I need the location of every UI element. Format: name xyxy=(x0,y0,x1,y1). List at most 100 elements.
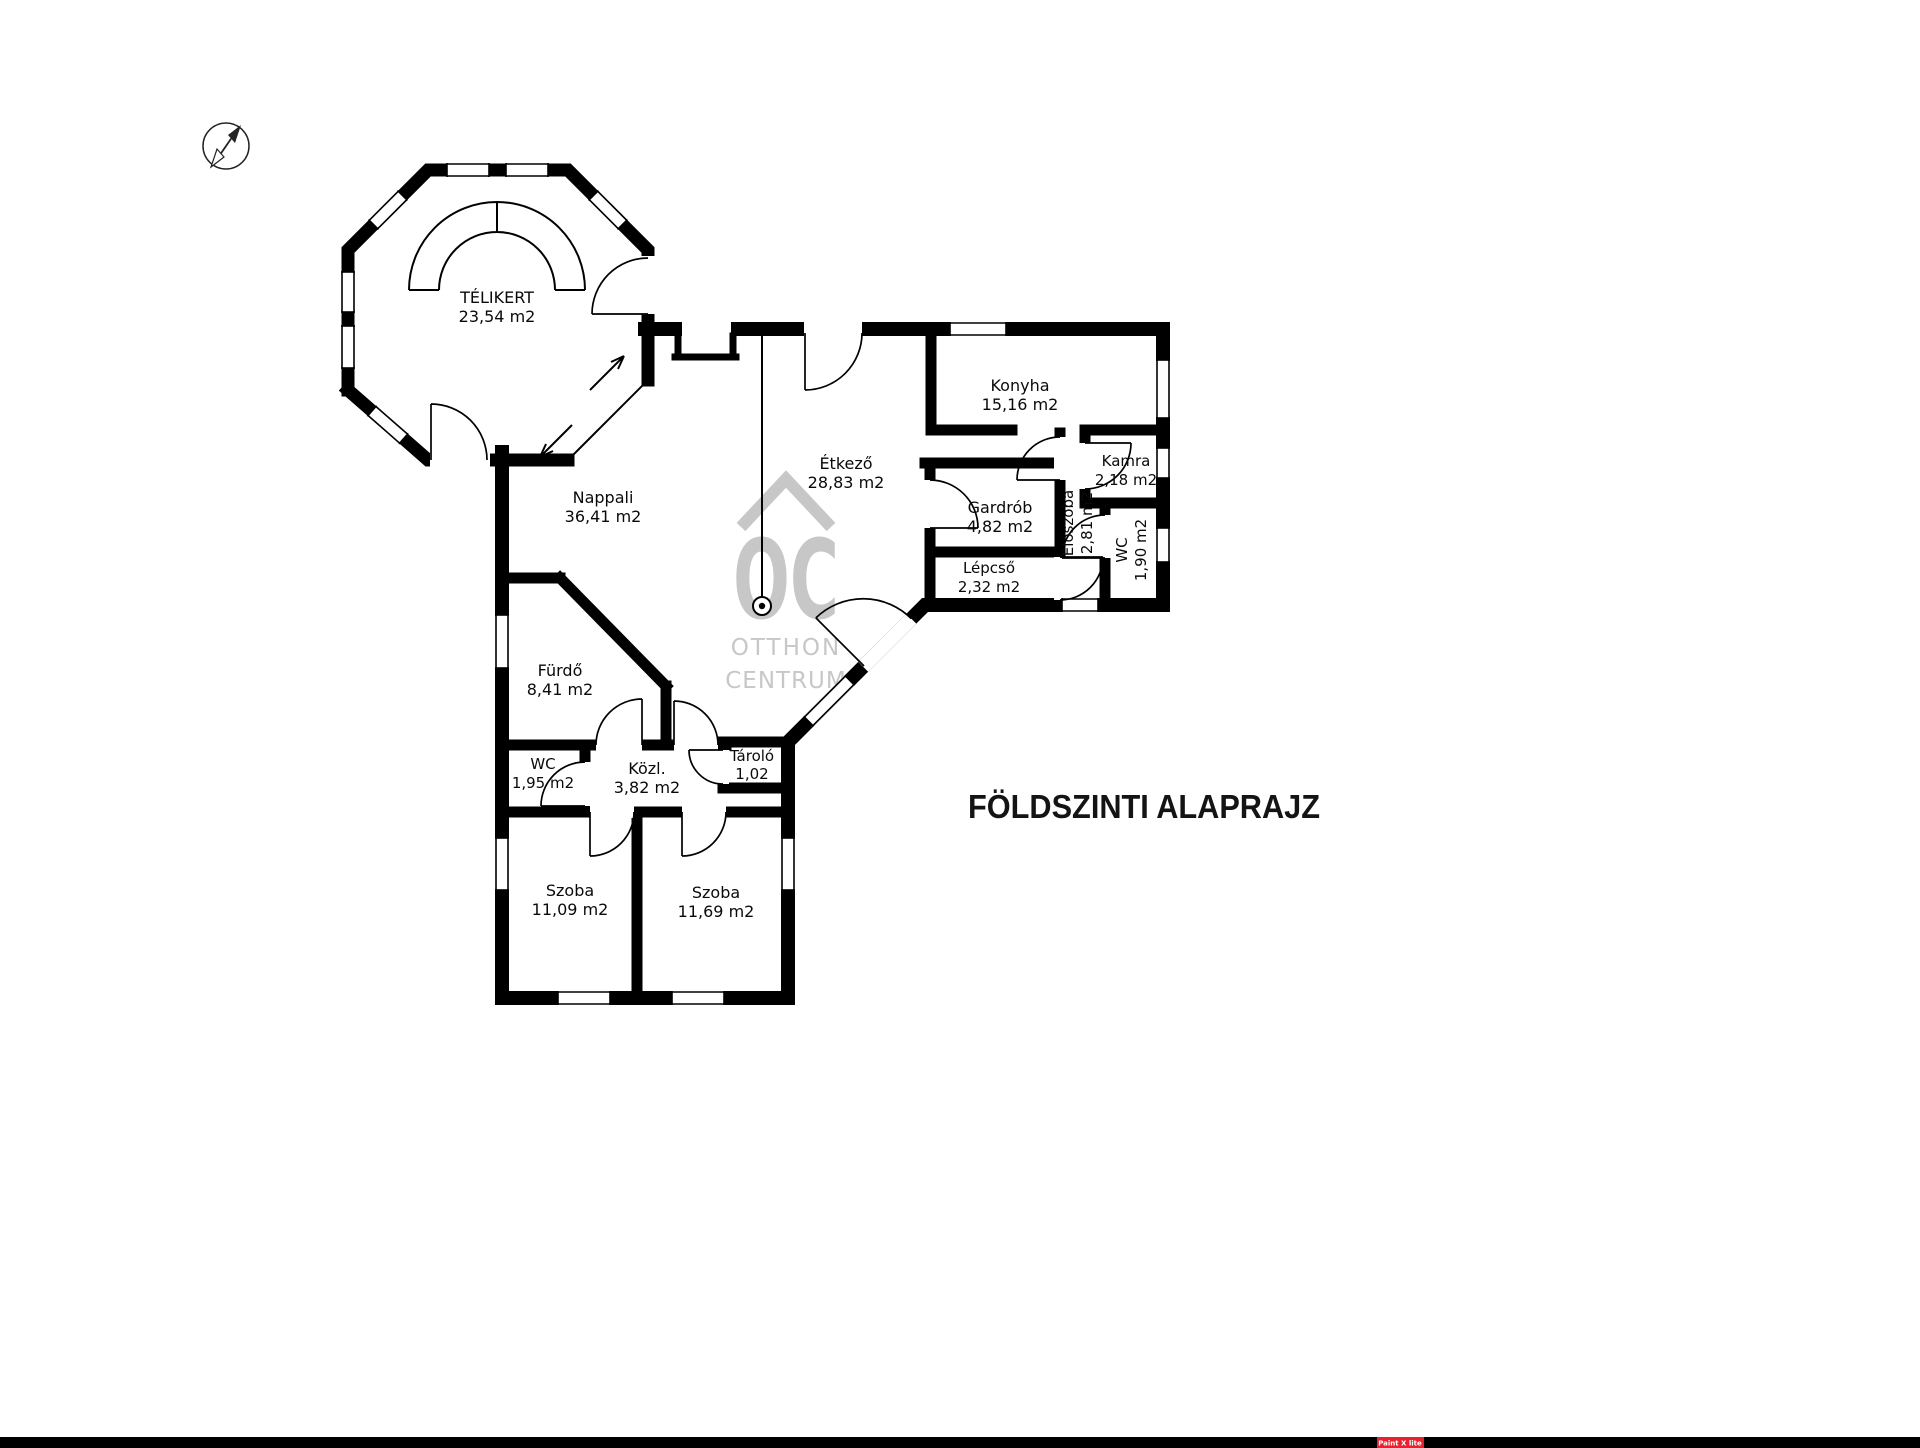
room-area: 1,90 m2 xyxy=(1132,519,1150,581)
door-gap xyxy=(682,806,726,818)
window xyxy=(505,163,549,177)
compass-needle-tail xyxy=(209,147,225,169)
watermark-line1: OTTHON xyxy=(731,635,841,661)
door-arc xyxy=(589,811,635,857)
room-name: Nappali xyxy=(573,488,634,507)
window xyxy=(557,991,611,1005)
room-area: 8,41 m2 xyxy=(527,680,593,699)
door-arc xyxy=(1059,556,1104,601)
chimney-niche xyxy=(671,322,740,361)
room-label-szoba2: Szoba 11,69 m2 xyxy=(678,883,755,921)
room-name: Lépcső xyxy=(963,559,1015,577)
door-gap xyxy=(579,762,591,806)
door-gap xyxy=(924,480,936,528)
door-arc xyxy=(673,700,719,746)
construction-lines xyxy=(408,201,772,616)
room-area: 4,82 m2 xyxy=(967,517,1033,536)
room-label-wc-lower: WC 1,95 m2 xyxy=(512,755,574,792)
room-area: 2,32 m2 xyxy=(958,578,1020,596)
room-label-kamra: Kamra 2,18 m2 xyxy=(1095,452,1157,489)
door-arc xyxy=(681,811,727,857)
watermark-line2: CENTRUM xyxy=(725,668,847,694)
room-label-etkezo: Étkező 28,83 m2 xyxy=(808,454,885,492)
room-name: Előszoba xyxy=(1059,490,1077,556)
windows xyxy=(341,163,1170,1005)
room-area: 11,69 m2 xyxy=(678,902,755,921)
door-gap xyxy=(590,806,634,818)
footer-bar: Paint X lite xyxy=(0,1437,1920,1448)
room-label-szoba1: Szoba 11,09 m2 xyxy=(532,881,609,919)
window xyxy=(1156,359,1170,419)
window xyxy=(587,189,629,231)
room-area: 1,02 xyxy=(735,765,768,783)
niche-outline xyxy=(671,332,740,361)
room-name: WC xyxy=(1113,537,1131,562)
winter-garden-arch xyxy=(408,201,586,291)
room-name: Szoba xyxy=(546,881,594,900)
room-area: 3,82 m2 xyxy=(614,778,680,797)
door-openings xyxy=(430,256,1111,818)
room-name: Közl. xyxy=(628,759,665,778)
window xyxy=(446,163,490,177)
footer-black-bar xyxy=(0,1437,1920,1448)
window xyxy=(1156,527,1170,563)
door-arc xyxy=(1016,436,1061,481)
compass-needle-head xyxy=(228,125,241,143)
window xyxy=(341,271,355,313)
arrow-up-right-icon xyxy=(589,355,625,391)
page-title: FÖLDSZINTI ALAPRAJZ xyxy=(968,788,1320,825)
window xyxy=(495,837,509,891)
room-label-konyha: Konyha 15,16 m2 xyxy=(982,376,1059,414)
door-arc xyxy=(688,749,724,785)
room-label-eloszoba: Előszoba 2,81 m2 xyxy=(1059,490,1096,556)
room-labels: TÉLIKERT 23,54 m2 Nappali 36,41 m2 Étkez… xyxy=(459,288,1157,921)
window xyxy=(1156,447,1170,479)
door-arc xyxy=(430,403,488,461)
window xyxy=(1061,598,1099,612)
room-name: Fürdő xyxy=(538,661,583,680)
doors xyxy=(430,257,1132,857)
room-name: Tároló xyxy=(729,747,774,765)
room-area: 2,81 m2 xyxy=(1078,492,1096,554)
door-gap xyxy=(596,739,642,751)
room-name: Szoba xyxy=(692,883,740,902)
watermark-roof-icon xyxy=(736,470,836,532)
room-label-lepcso: Lépcső 2,32 m2 xyxy=(958,559,1020,596)
room-name: Kamra xyxy=(1102,452,1151,470)
door-arc xyxy=(540,761,586,807)
room-area: 28,83 m2 xyxy=(808,473,885,492)
door-gap xyxy=(1054,557,1066,600)
window xyxy=(671,991,725,1005)
footer-badge xyxy=(1377,1437,1424,1448)
room-label-furdo: Fürdő 8,41 m2 xyxy=(527,661,593,699)
interior-walls xyxy=(496,330,1169,1004)
door-arc xyxy=(591,257,649,315)
door-arc xyxy=(595,698,643,746)
door-gap xyxy=(1099,515,1111,558)
window xyxy=(781,837,795,891)
door-arc xyxy=(1084,442,1132,490)
room-label-wc-upper: WC 1,90 m2 xyxy=(1113,519,1150,581)
door-gap xyxy=(1054,437,1066,480)
room-label-telikert: TÉLIKERT 23,54 m2 xyxy=(459,288,536,326)
room-name: Konyha xyxy=(990,376,1049,395)
room-area: 2,18 m2 xyxy=(1095,471,1157,489)
door-gap xyxy=(717,750,729,784)
column-center-dot xyxy=(758,602,766,610)
window xyxy=(366,405,409,445)
window xyxy=(367,189,409,231)
room-area: 1,95 m2 xyxy=(512,774,574,792)
passage-threshold-line xyxy=(567,379,649,461)
window xyxy=(341,325,355,369)
room-label-gardrob: Gardrób 4,82 m2 xyxy=(967,498,1033,536)
room-area: 11,09 m2 xyxy=(532,900,609,919)
door-arc xyxy=(804,332,863,391)
room-name: TÉLIKERT xyxy=(459,288,534,307)
door-gap xyxy=(674,739,718,751)
door-gap xyxy=(641,256,655,314)
room-area: 15,16 m2 xyxy=(982,395,1059,414)
room-label-tarolo: Tároló 1,02 xyxy=(729,747,774,783)
window xyxy=(803,674,856,727)
